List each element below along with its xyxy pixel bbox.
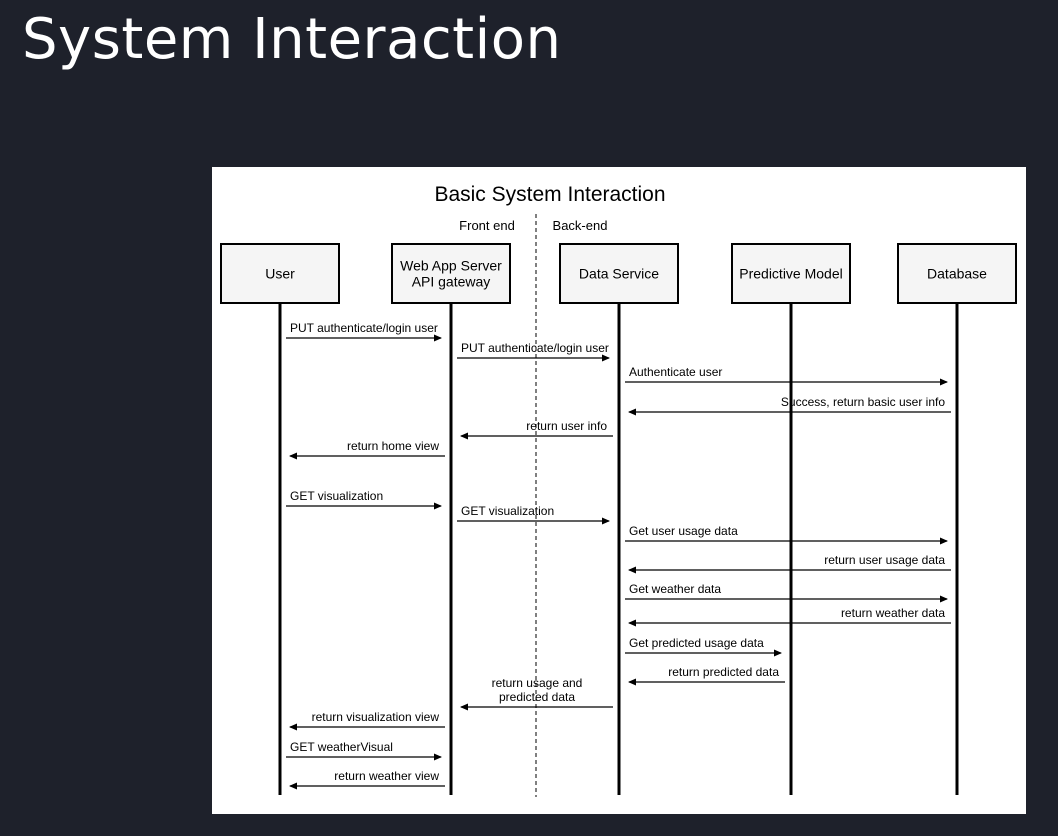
participant-user: User (220, 243, 340, 304)
message-7: GET visualization (286, 489, 442, 510)
message-3: Authenticate user (625, 365, 948, 386)
participant-database: Database (897, 243, 1017, 304)
message-label: GET weatherVisual (290, 740, 393, 754)
message-label: GET visualization (290, 489, 383, 503)
participant-label: API gateway (412, 274, 491, 290)
message-label: Get user usage data (629, 524, 738, 538)
participant-box (731, 243, 851, 304)
message-label: GET visualization (461, 504, 554, 518)
message-label: PUT authenticate/login user (461, 341, 609, 355)
message-label: return predicted data (668, 665, 779, 679)
message-label: Get weather data (629, 582, 721, 596)
message-9: Get user usage data (625, 524, 948, 545)
message-16: return visualization view (289, 710, 445, 731)
message-label: return usage and (492, 676, 583, 690)
participant-label: User (265, 266, 295, 282)
participant-dataservice: Data Service (559, 243, 679, 304)
message-label: return user info (526, 419, 607, 433)
slide-title: System Interaction (22, 7, 562, 72)
message-label: Get predicted usage data (629, 636, 764, 650)
participant-box (559, 243, 679, 304)
message-8: GET visualization (457, 504, 610, 525)
message-10: return user usage data (628, 553, 951, 574)
message-1: PUT authenticate/login user (286, 321, 442, 342)
message-11: Get weather data (625, 582, 948, 603)
participant-label: Predictive Model (739, 266, 843, 282)
message-label: return user usage data (824, 553, 945, 567)
sequence-diagram-canvas: Basic System Interaction Front end Back-… (220, 183, 1017, 797)
diagram-title: Basic System Interaction (434, 183, 665, 206)
message-label: predicted data (499, 690, 575, 704)
participant-model: Predictive Model (731, 243, 851, 304)
sequence-diagram: Basic System Interaction Front end Back-… (212, 167, 1026, 814)
message-5: return user info (460, 419, 613, 440)
message-label: return weather data (841, 606, 945, 620)
message-label: return home view (347, 439, 439, 453)
participant-label: Database (927, 266, 987, 282)
message-label: Authenticate user (629, 365, 722, 379)
message-2: PUT authenticate/login user (457, 341, 610, 362)
message-18: return weather view (289, 769, 445, 790)
participant-label: Data Service (579, 266, 659, 282)
message-label: return visualization view (312, 710, 440, 724)
zone-label-front-end: Front end (459, 218, 515, 233)
message-17: GET weatherVisual (286, 740, 442, 761)
message-label: Success, return basic user info (781, 395, 945, 409)
message-label: PUT authenticate/login user (290, 321, 438, 335)
participant-box (391, 243, 511, 304)
message-14: return predicted data (628, 665, 785, 686)
participant-label: Web App Server (400, 258, 502, 274)
message-label: return weather view (334, 769, 439, 783)
zone-label-back-end: Back-end (553, 218, 608, 233)
message-12: return weather data (628, 606, 951, 627)
message-6: return home view (289, 439, 445, 460)
message-4: Success, return basic user info (628, 395, 951, 416)
participant-box (220, 243, 340, 304)
participant-box (897, 243, 1017, 304)
message-13: Get predicted usage data (625, 636, 782, 657)
